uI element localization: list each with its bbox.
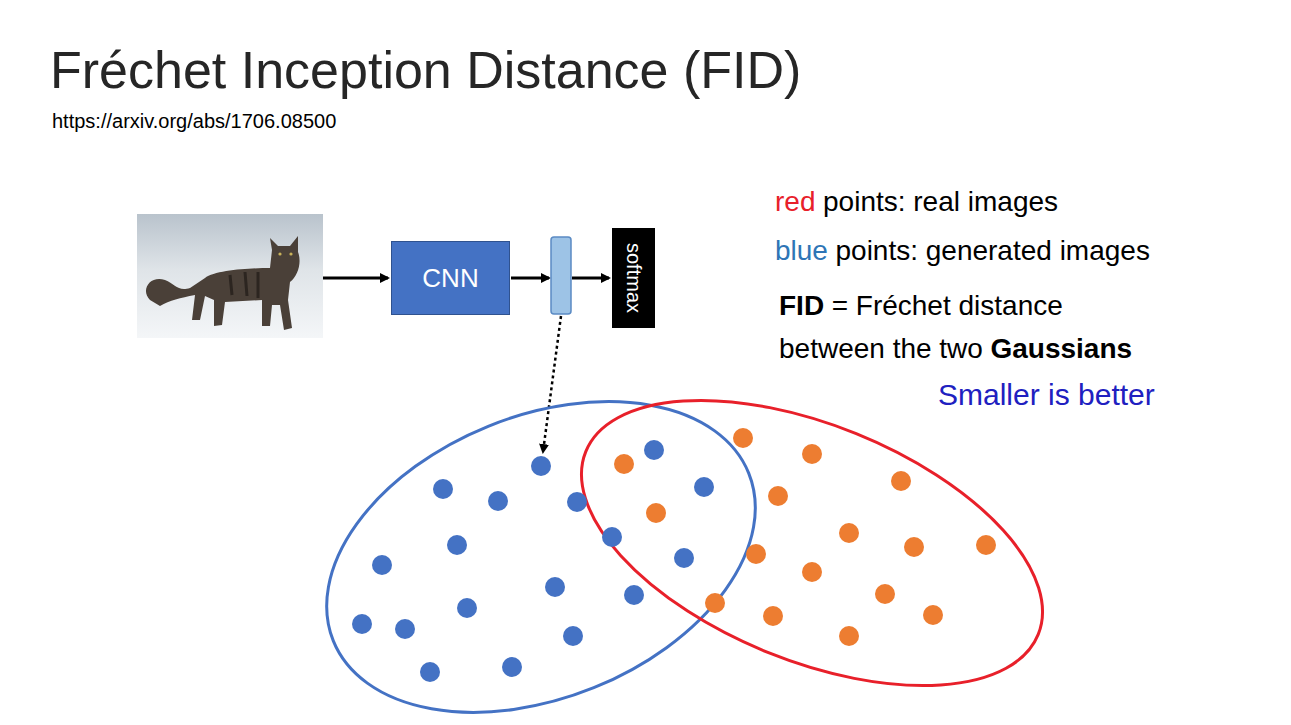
note-text: blue <box>775 235 828 267</box>
orange-point <box>705 593 725 613</box>
blue-point <box>447 535 467 555</box>
title: Fréchet Inception Distance (FID) <box>50 40 801 100</box>
orange-point <box>923 605 943 625</box>
text-line: bluepoints: generated images <box>775 235 1150 267</box>
blue-point <box>420 662 440 682</box>
orange-point <box>733 428 753 448</box>
cat-silhouette <box>146 236 300 330</box>
note-text: Smaller is better <box>938 378 1155 412</box>
blue-point <box>502 657 522 677</box>
orange-point <box>875 584 895 604</box>
orange-point <box>839 523 859 543</box>
orange-point <box>746 544 766 564</box>
orange-point <box>646 503 666 523</box>
blue-point <box>433 479 453 499</box>
blue-point <box>563 626 583 646</box>
generated-points <box>352 440 714 682</box>
orange-point <box>768 486 788 506</box>
blue-point <box>624 585 644 605</box>
cat-photo <box>137 214 323 338</box>
note-text: points: generated images <box>835 235 1149 267</box>
text-line: https://arxiv.org/abs/1706.08500 <box>52 110 336 133</box>
snow-background <box>137 214 323 338</box>
note-text: FID <box>779 290 824 322</box>
cat-stripes <box>230 272 258 298</box>
node-label: CNN <box>422 263 478 294</box>
blue-point <box>644 440 664 460</box>
blue-point <box>674 548 694 568</box>
blue-point <box>531 456 551 476</box>
blue-point <box>694 477 714 497</box>
blue-point <box>567 492 587 512</box>
blue-point <box>352 614 372 634</box>
softmax-box: softmax <box>612 228 655 328</box>
note-text: between the two <box>779 333 983 365</box>
orange-point <box>802 562 822 582</box>
text-line: between the twoGaussians <box>779 333 1132 365</box>
note-text: Gaussians <box>990 333 1132 365</box>
cat-eye <box>289 252 292 255</box>
orange-point <box>891 471 911 491</box>
orange-point <box>839 626 859 646</box>
note-text: = Fréchet distance <box>832 290 1063 322</box>
note-text: points: real images <box>823 186 1058 218</box>
blue-point <box>545 577 565 597</box>
blue-point <box>488 491 508 511</box>
flow-arrow <box>323 277 388 280</box>
note-text: red <box>775 186 815 218</box>
blue-point <box>602 527 622 547</box>
cat-eye <box>278 252 281 255</box>
blue-point <box>372 555 392 575</box>
orange-point <box>802 444 822 464</box>
cnn-box: CNN <box>391 241 510 315</box>
blue-point <box>395 619 415 639</box>
orange-point <box>614 454 634 474</box>
text-line: redpoints: real images <box>775 186 1058 218</box>
node-label: softmax <box>622 243 645 313</box>
text-line: FID= Fréchet distance <box>779 290 1063 322</box>
orange-point <box>763 606 783 626</box>
orange-point <box>904 537 924 557</box>
blue-point <box>457 598 477 618</box>
text-line: Smaller is better <box>938 378 1155 412</box>
paper-url: https://arxiv.org/abs/1706.08500 <box>52 110 336 133</box>
real-points <box>614 428 996 646</box>
orange-point <box>976 535 996 555</box>
flow-arrow <box>511 277 549 280</box>
feature-vector <box>551 237 571 314</box>
flow-arrow <box>572 277 609 280</box>
dotted-arrow <box>543 316 561 452</box>
